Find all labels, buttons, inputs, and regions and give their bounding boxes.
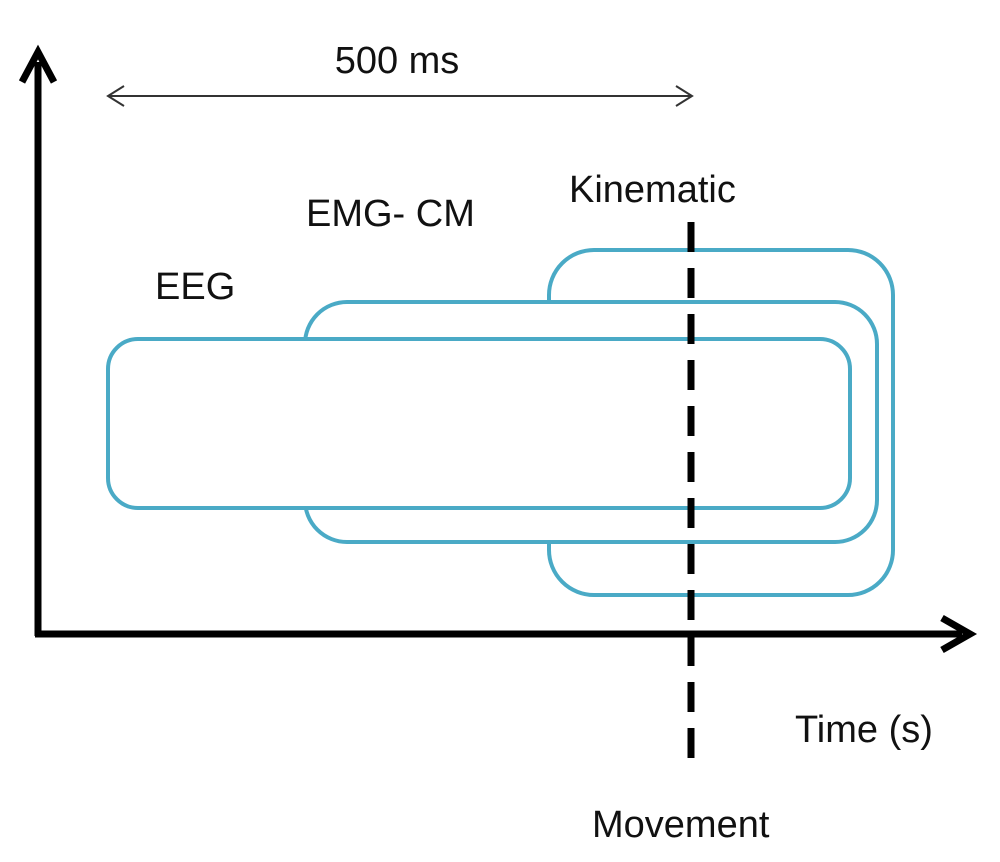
emg-cm-label: EMG- CM <box>306 193 475 235</box>
eeg-label: EEG <box>155 266 235 308</box>
duration-arrow-left-head <box>106 85 125 107</box>
kinematic-label: Kinematic <box>569 169 736 211</box>
movement-label: Movement <box>592 804 770 846</box>
duration-arrow-right-head <box>675 85 694 107</box>
eeg-window <box>106 337 852 510</box>
time-axis-label: Time (s) <box>795 709 933 751</box>
y-axis-arrowhead <box>18 44 58 84</box>
x-axis-arrowhead <box>940 614 978 654</box>
duration-label: 500 ms <box>335 40 460 82</box>
